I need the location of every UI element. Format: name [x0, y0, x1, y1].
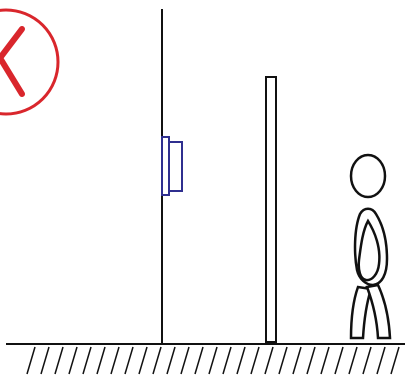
- wall-button-base: [162, 137, 169, 195]
- status-circle: [0, 10, 58, 114]
- barrier-post: [266, 77, 276, 342]
- red-cross-mark-icon: [0, 29, 22, 94]
- person-right-leg: [367, 285, 390, 338]
- status-badge: [0, 10, 58, 114]
- wall-button-face: [169, 142, 182, 191]
- ground-hatching: [27, 347, 399, 374]
- wall-button: [162, 137, 182, 195]
- person-figure: [351, 155, 390, 338]
- person-head: [351, 155, 385, 197]
- person-left-leg: [351, 287, 371, 338]
